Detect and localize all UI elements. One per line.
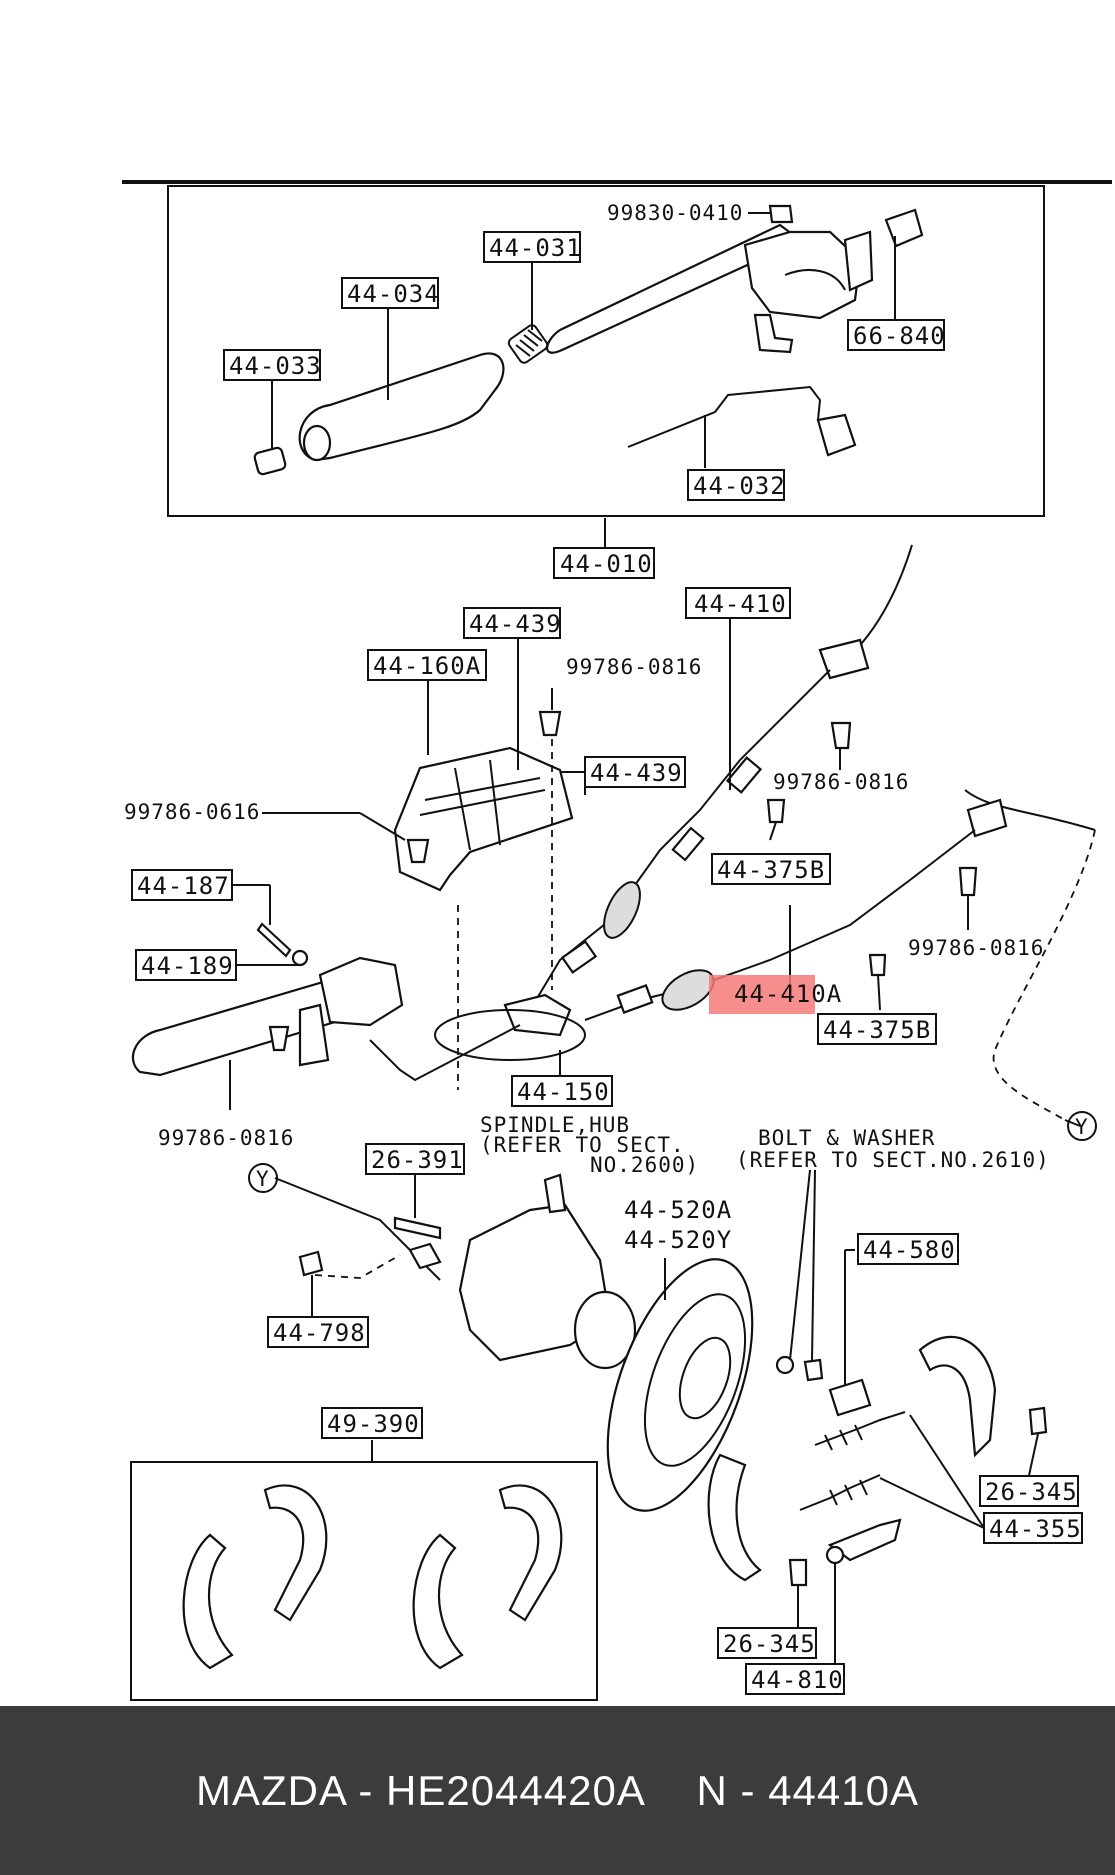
spindle-note-line-1: SPINDLE,HUB [480, 1113, 630, 1137]
label-44-410: 44-410 [694, 590, 787, 618]
caption-gap [646, 1767, 697, 1815]
shoe-kit-frame [130, 1461, 598, 1701]
part-labels: 99830-0410 44-031 44-034 44-033 66-840 4… [124, 201, 1097, 1695]
spindle-note-line-3: NO.2600) [590, 1153, 699, 1177]
label-49-390: 49-390 [327, 1410, 420, 1438]
label-44-439-right: 44-439 [590, 759, 683, 787]
label-44-187: 44-187 [137, 872, 230, 900]
label-44-375b-a: 44-375B [717, 856, 825, 884]
label-44-150: 44-150 [517, 1078, 610, 1106]
label-44-189: 44-189 [141, 952, 234, 980]
label-66-840: 66-840 [853, 322, 946, 350]
label-44-410a: 44-410A [734, 980, 842, 1008]
label-44-034: 44-034 [347, 280, 440, 308]
label-99786-0816-a: 99786-0816 [566, 655, 702, 679]
lower-leaders [311, 1119, 1081, 1665]
middle-leaders [229, 618, 969, 1110]
label-44-160a: 44-160A [373, 652, 481, 680]
label-44-810: 44-810 [751, 1666, 844, 1694]
lever-assembly [253, 204, 924, 476]
label-99786-0816-c: 99786-0816 [908, 936, 1044, 960]
label-y-bottom: Y [256, 1167, 270, 1191]
label-26-345-bottom: 26-345 [723, 1630, 816, 1658]
label-44-355: 44-355 [989, 1515, 1082, 1543]
lever-assembly-frame [167, 185, 1045, 517]
label-44-520y: 44-520Y [624, 1226, 732, 1254]
caption-alt-number: N - 44410A [696, 1766, 920, 1814]
upper-leaders [271, 212, 896, 550]
rear-brake-assembly [274, 1173, 1048, 1587]
label-99830-0410: 99830-0410 [607, 201, 743, 225]
label-44-375b-b: 44-375B [823, 1016, 931, 1044]
part-number-caption: MAZDA - HE2044420A N - 44410A [0, 1706, 1115, 1875]
caption-brand-part: MAZDA - HE2044420A [195, 1766, 646, 1814]
label-44-520a: 44-520A [624, 1196, 732, 1224]
label-44-031: 44-031 [489, 234, 582, 262]
label-44-032: 44-032 [693, 472, 786, 500]
label-44-798: 44-798 [273, 1319, 366, 1347]
label-26-345-right: 26-345 [985, 1478, 1078, 1506]
bolt-washer-note-line-1: BOLT & WASHER [758, 1126, 935, 1150]
label-44-033: 44-033 [229, 352, 322, 380]
cable-routing [131, 544, 1096, 1121]
label-44-580: 44-580 [863, 1236, 956, 1264]
label-99786-0616: 99786-0616 [124, 800, 260, 824]
label-44-010: 44-010 [560, 550, 653, 578]
highlight-44-410a [709, 975, 815, 1014]
bolt-washer-note-line-2: (REFER TO SECT.NO.2610) [736, 1148, 1050, 1172]
label-44-439-top: 44-439 [469, 610, 562, 638]
spindle-note-line-2: (REFER TO SECT. [480, 1133, 685, 1157]
label-26-391: 26-391 [371, 1146, 464, 1174]
label-99786-0816-d: 99786-0816 [158, 1126, 294, 1150]
parking-brake-exploded-diagram: 99830-0410 44-031 44-034 44-033 66-840 4… [122, 180, 1112, 1701]
label-y-top: Y [1075, 1115, 1089, 1139]
label-99786-0816-b: 99786-0816 [773, 770, 909, 794]
shoe-kit-shoes [182, 1484, 563, 1670]
